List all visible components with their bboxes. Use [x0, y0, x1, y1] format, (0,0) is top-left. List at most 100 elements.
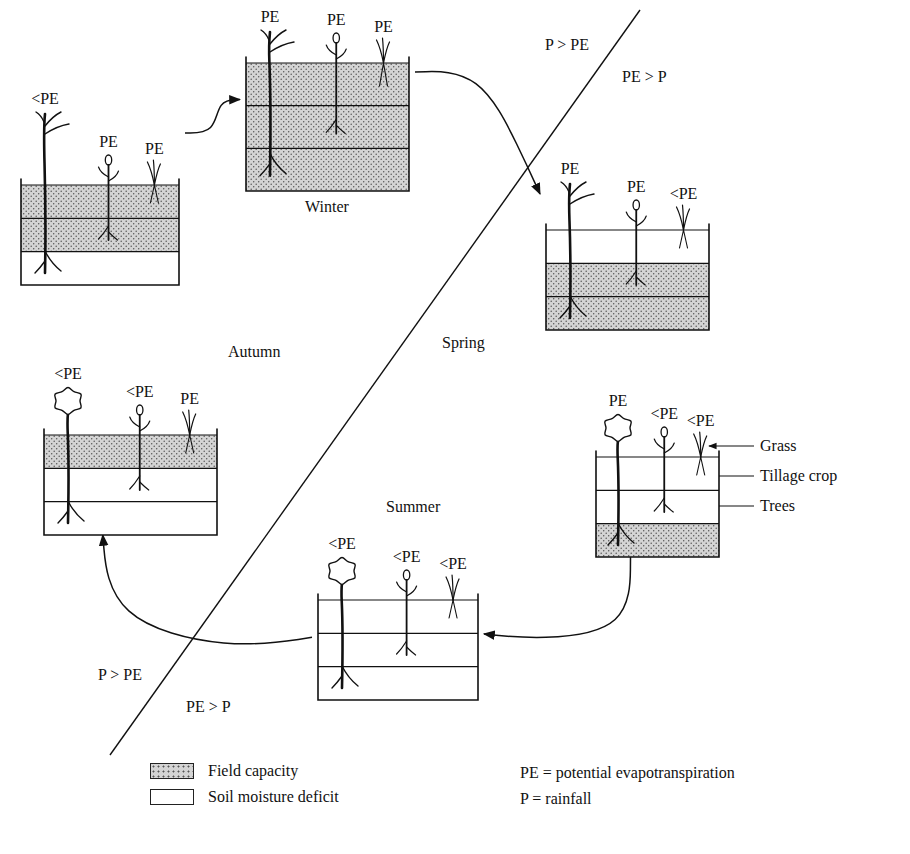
evapotranspiration-label: <PE	[54, 365, 82, 383]
tree-crown	[605, 415, 632, 442]
band-line	[44, 468, 217, 469]
evapotranspiration-label: PE	[145, 140, 164, 158]
grass-blade	[700, 432, 701, 457]
legend-entry: Soil moisture deficit	[150, 788, 339, 806]
tree-trunk	[341, 583, 342, 688]
tree-branch	[45, 112, 61, 126]
cycle-arrow	[185, 100, 240, 133]
crop-root	[99, 226, 109, 239]
grass-blade	[154, 164, 160, 185]
deficit-band	[596, 457, 719, 490]
grass-blade	[701, 436, 707, 457]
soil-container	[596, 451, 719, 557]
diagram-label: P = rainfall	[520, 790, 592, 808]
evapotranspiration-label: PE	[327, 11, 346, 29]
stipple	[596, 524, 719, 557]
band-line	[596, 523, 719, 524]
crop-leaf	[140, 421, 150, 431]
soil-column-drawing	[15, 90, 185, 285]
crop-root	[140, 482, 149, 490]
cycle-arrow	[484, 557, 631, 637]
diagram-label: Summer	[386, 498, 440, 516]
evapotranspiration-label: PE	[180, 390, 199, 408]
tree-root	[332, 676, 342, 688]
diagram-label: P > PE	[545, 36, 589, 54]
evapotranspiration-label: <PE	[393, 548, 421, 566]
evapotranspiration-label: <PE	[328, 535, 356, 553]
evapotranspiration-label: <PE	[687, 412, 715, 430]
legend-entry: Field capacity	[150, 762, 298, 780]
deficit-band	[44, 502, 217, 535]
deficit-band	[44, 468, 217, 501]
grass-blade	[153, 160, 154, 185]
crop-root	[626, 271, 636, 284]
band-line	[596, 490, 719, 491]
tree-root	[570, 296, 586, 316]
cycle-arrow	[103, 535, 312, 644]
grass-blade	[683, 205, 684, 230]
crop-root	[130, 476, 140, 489]
soil-column: PEPE<PE	[540, 160, 715, 330]
grass-blade	[189, 410, 190, 435]
evapotranspiration-label: PE	[261, 8, 280, 26]
crop-leaf	[326, 45, 336, 55]
tree-branch	[270, 42, 294, 52]
crop-root	[109, 232, 118, 240]
grass-blade	[190, 414, 196, 435]
evapotranspiration-label: PE	[99, 133, 118, 151]
legend-text: Field capacity	[208, 762, 298, 780]
tree-root	[342, 666, 358, 686]
diagram-label: PE > P	[622, 68, 667, 86]
diagram-label: Trees	[760, 497, 795, 515]
tree-branch	[45, 124, 69, 134]
soil-column-drawing	[240, 8, 415, 191]
evapotranspiration-label: <PE	[439, 555, 467, 573]
tree-crown	[329, 558, 356, 585]
evapotranspiration-label: PE	[561, 160, 580, 178]
crop-head	[105, 155, 111, 165]
crop-leaf	[130, 417, 140, 427]
diagram-label: Tillage crop	[760, 467, 837, 485]
crop-root	[664, 504, 673, 512]
grass-blade	[384, 42, 390, 63]
diagram-label: Grass	[760, 437, 796, 455]
crop-leaf	[626, 212, 636, 222]
crop-leaf	[397, 582, 407, 592]
evapotranspiration-label: <PE	[650, 405, 678, 423]
grass-blade	[453, 579, 459, 600]
band-line	[44, 501, 217, 502]
grass-blade	[684, 209, 690, 230]
crop-root	[654, 498, 664, 511]
crop-head	[403, 570, 409, 580]
tree-root	[68, 501, 84, 521]
grass-root	[449, 600, 457, 618]
tree-branch	[561, 182, 569, 192]
tree-trunk	[44, 114, 45, 273]
grass-root	[680, 230, 688, 248]
soil-column: <PE <PE <PE	[312, 535, 484, 700]
deficit-band	[596, 490, 719, 523]
tree-branch	[261, 30, 269, 40]
crop-leaf	[336, 49, 346, 59]
field-capacity-band	[596, 524, 719, 557]
tree-root	[270, 154, 286, 174]
tree-root	[560, 306, 570, 318]
grass-root	[380, 63, 388, 86]
legend-swatch	[150, 763, 194, 779]
crop-root	[336, 125, 345, 133]
tree-root	[45, 251, 61, 271]
tree-crown	[55, 388, 82, 415]
cycle-arrow	[415, 72, 540, 194]
grass-blade	[383, 38, 384, 63]
crop-head	[661, 427, 667, 437]
crop-leaf	[109, 171, 119, 181]
tree-root	[260, 164, 270, 176]
evapotranspiration-label: PE	[374, 18, 393, 36]
diagram-label: PE > P	[186, 698, 231, 716]
soil-column: PE PE PE	[240, 8, 415, 191]
grass-root	[697, 457, 705, 475]
tree-root	[58, 511, 68, 523]
